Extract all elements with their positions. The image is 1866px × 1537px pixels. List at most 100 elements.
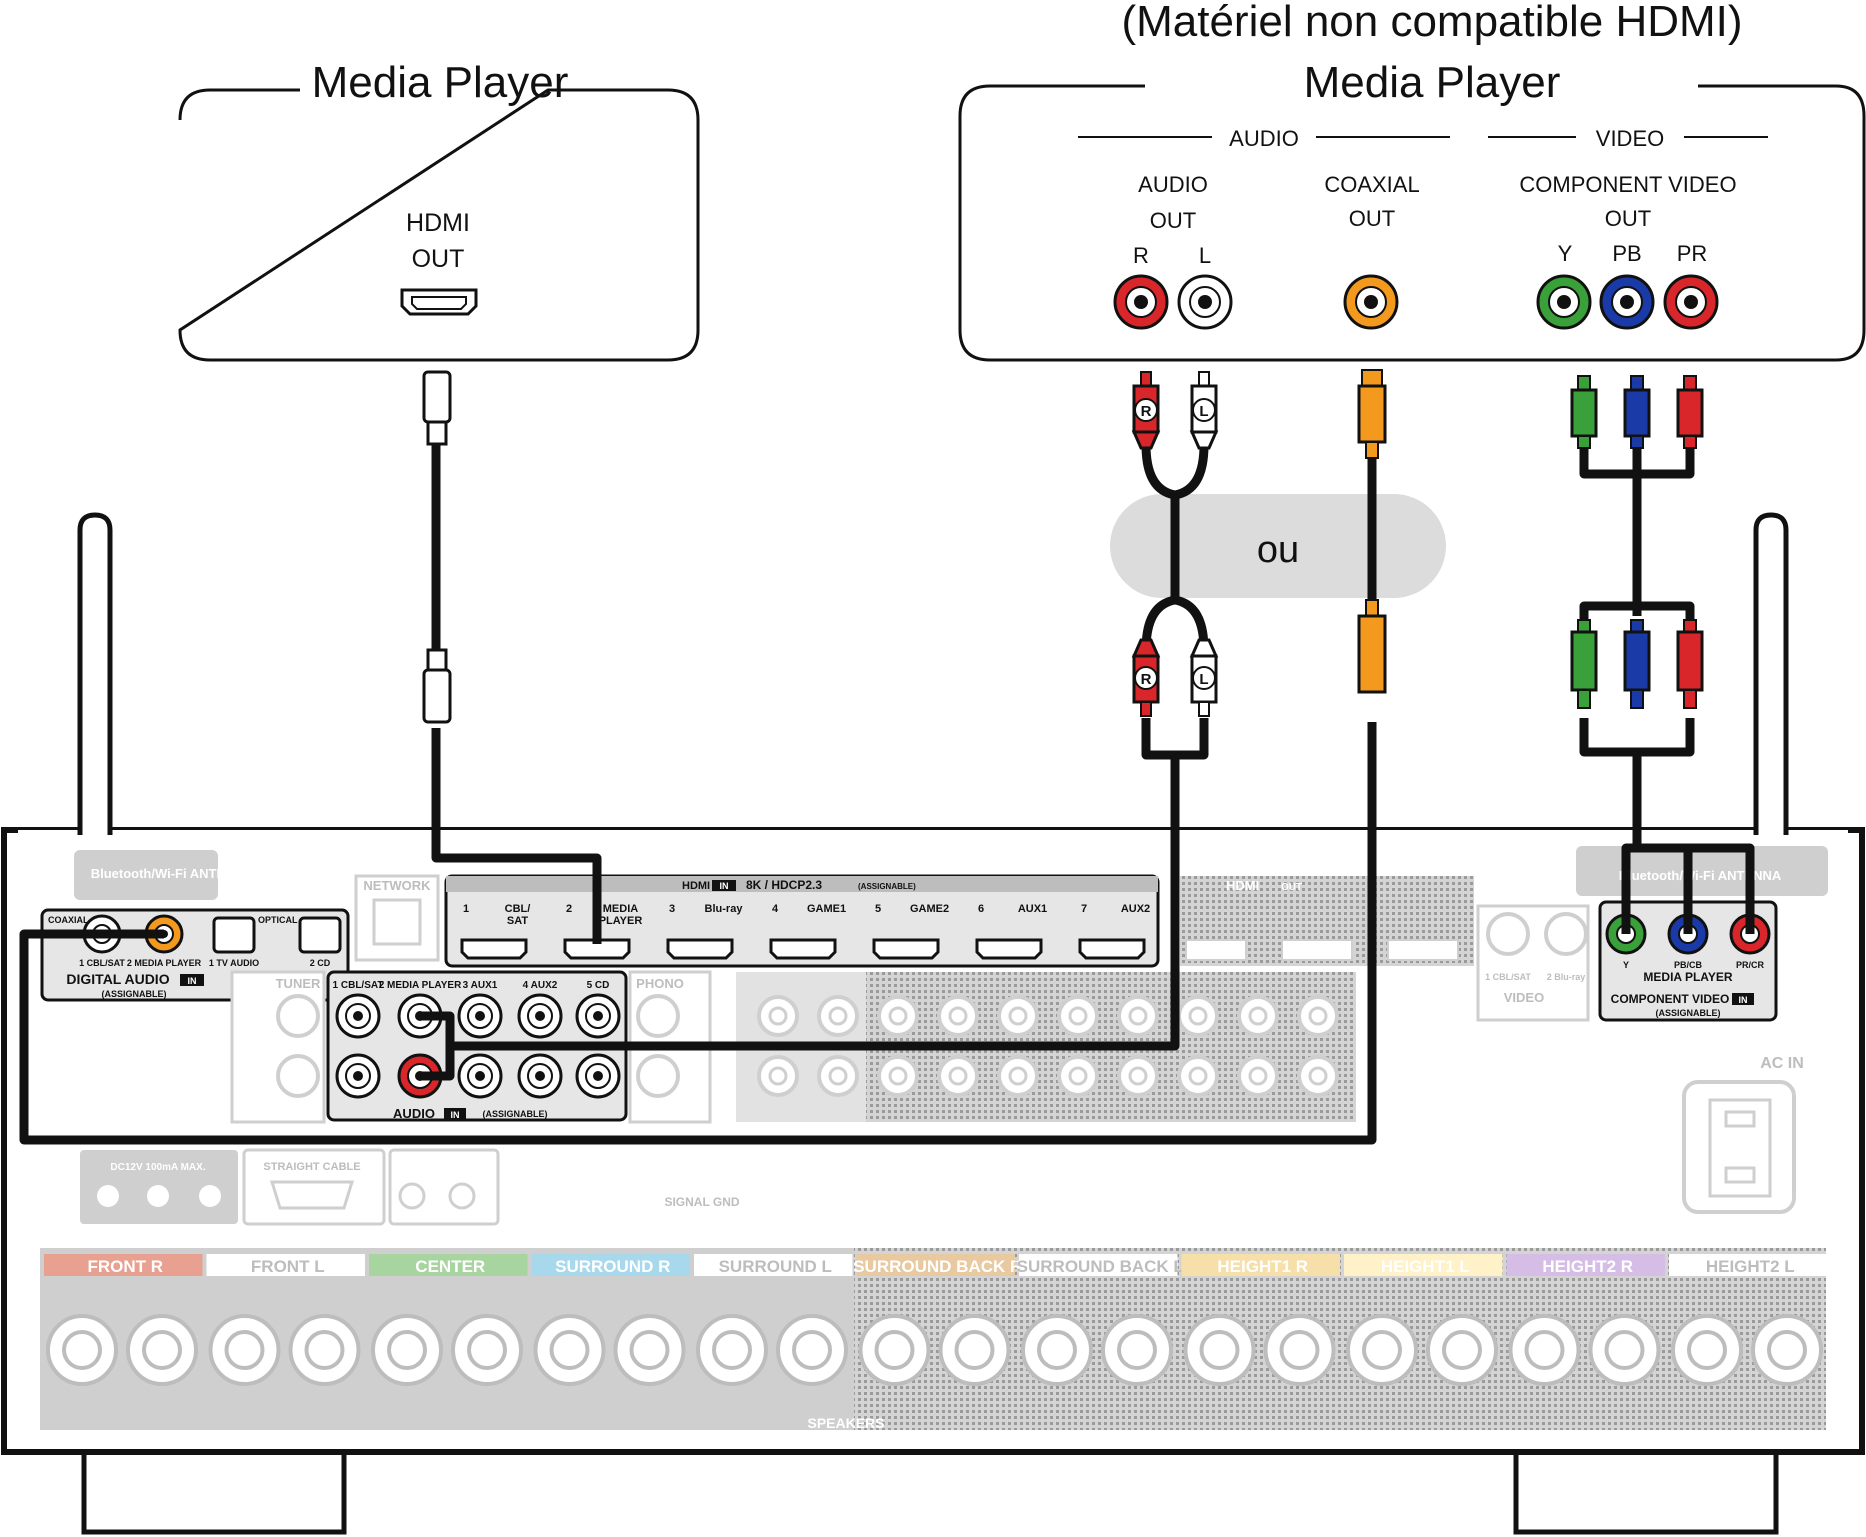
jack-pin [535,1071,545,1081]
pre-out-jack-inner [1128,1066,1148,1086]
speaker-terminal-inner [1362,1330,1402,1370]
component-y-jack[interactable] [1536,274,1592,330]
plug-body [1623,388,1651,438]
rs232-label: STRAIGHT CABLE [263,1161,360,1173]
bt-antenna-label-left: Bluetooth/Wi-Fi ANTENNA [91,866,254,881]
plug-neck [1189,430,1219,450]
pre-out-jack-inner [768,1006,788,1026]
analog-input-jack[interactable] [335,993,381,1039]
hdmi-in-port[interactable] [460,938,528,960]
pre-out-jack-inner [948,1006,968,1026]
hdmi-socket-outline [460,938,528,960]
coaxial-out-label-line2: OUT [1349,206,1395,231]
component-pb-jack[interactable] [1599,274,1655,330]
plug-body [1623,630,1651,692]
speaker-group-band [1181,1254,1340,1276]
plug-body [1676,388,1704,438]
tuner-block: TUNER [230,970,326,1124]
wifi-antenna-right: Bluetooth/Wi-Fi ANTENNA [1576,512,1828,896]
group-video-label: VIDEO [1596,126,1664,151]
hdmi-out-label-line1: HDMI [406,209,470,237]
ac-in-label: AC IN [1760,1055,1804,1072]
pre-out-jack-inner [828,1006,848,1026]
hdmi-in-port[interactable] [666,938,734,960]
analog-input-jack[interactable] [517,1053,563,1099]
plug-neck [1630,435,1644,449]
component-plug-top [1623,375,1651,449]
hdmi-out-port[interactable] [400,288,478,316]
hdmi-in-port[interactable] [975,938,1043,960]
jack-pin [353,1071,363,1081]
coaxial-small-label: COAXIAL [48,915,89,925]
component-plug-top [1676,375,1704,449]
speaker-terminal-inner [954,1330,995,1370]
speaker-group-label: HEIGHT2 R [1542,1257,1633,1276]
hdmi-in-port[interactable] [1078,938,1146,960]
hdmi-in-label: PLAYER [599,915,643,927]
hdmi-in-media-player-port[interactable] [563,938,631,960]
audio-out-label-line2: OUT [1150,208,1196,233]
component-pr-label: PR [1677,241,1708,266]
digital-port-4: 2 CD [310,958,331,968]
speaker-terminal-inner [549,1330,590,1370]
plug-badge [1134,398,1158,422]
jack-pin [475,1071,485,1081]
analog-input-jack[interactable] [575,1053,621,1099]
or-bubble: ou [1110,494,1446,598]
plug-body [1570,630,1598,692]
speaker-terminal-inner [387,1330,427,1370]
media-player-hdmi-device: Media Player HDMI OUT [178,58,700,362]
speaker-terminal-inner [1524,1330,1565,1370]
plug-badge [1134,666,1158,690]
hdmi-in-label: 2 [566,903,572,915]
speaker-terminal-inner [1279,1330,1320,1370]
analog-input-jack[interactable] [457,993,503,1039]
analog-input-jack[interactable] [575,993,621,1039]
audio-out-r-jack[interactable] [1113,274,1169,330]
left-device-title: Media Player [312,58,569,107]
speaker-group-band [44,1254,203,1276]
pre-out-jack-inner [768,1066,788,1086]
hdmi-in-port[interactable] [872,938,940,960]
jack-pin [353,1011,363,1021]
or-label: ou [1257,529,1299,571]
plug-letter: R [1141,671,1152,688]
jack-pin [593,1011,603,1021]
analog-input-jack[interactable] [457,1053,503,1099]
pre-out-jack-inner [1188,1066,1208,1086]
coaxial-out-jack[interactable] [1343,274,1399,330]
hdmi-in-label: 4 [772,903,779,915]
rca-plug: L [1189,638,1219,717]
pre-out-jack-inner [1068,1066,1088,1086]
speaker-terminal-inner [1687,1330,1727,1370]
plug-tip [1630,375,1644,391]
component-plug-top [1570,375,1598,449]
speaker-terminal-inner [1442,1330,1482,1370]
component-in-label-pb: PB/CB [1674,960,1703,970]
bt-antenna-label-right: Bluetooth/Wi-Fi ANTENNA [1619,868,1782,883]
speakers-label: SPEAKERS [807,1415,884,1431]
plug-body [1570,388,1598,438]
media-player-analog-device: (Matériel non compatible HDMI) Media Pla… [958,0,1866,362]
pre-out-jack-inner [1308,1006,1328,1026]
speaker-group-label: SURROUND BACK L [1017,1257,1184,1276]
plug-tip [1198,701,1210,717]
hdmi-socket-outline [666,938,734,960]
analog-input-jack[interactable] [335,1053,381,1099]
analog-input-jack[interactable] [517,993,563,1039]
pre-out-jack-inner [828,1066,848,1086]
speaker-group-label: HEIGHT2 L [1706,1257,1795,1276]
network-port[interactable]: NETWORK [354,874,440,962]
hdmi-socket-outline [769,938,837,960]
component-pr-jack[interactable] [1663,274,1719,330]
plug-neck [1577,619,1591,633]
speaker-group-band [206,1254,365,1276]
digital-port-3: 1 TV AUDIO [209,958,259,968]
speaker-terminal-inner [304,1330,345,1370]
audio-out-l-jack[interactable] [1177,274,1233,330]
hdmi-in-port[interactable] [769,938,837,960]
pre-out-jack-inner [1068,1006,1088,1026]
speaker-group-label: SURROUND L [719,1257,832,1276]
